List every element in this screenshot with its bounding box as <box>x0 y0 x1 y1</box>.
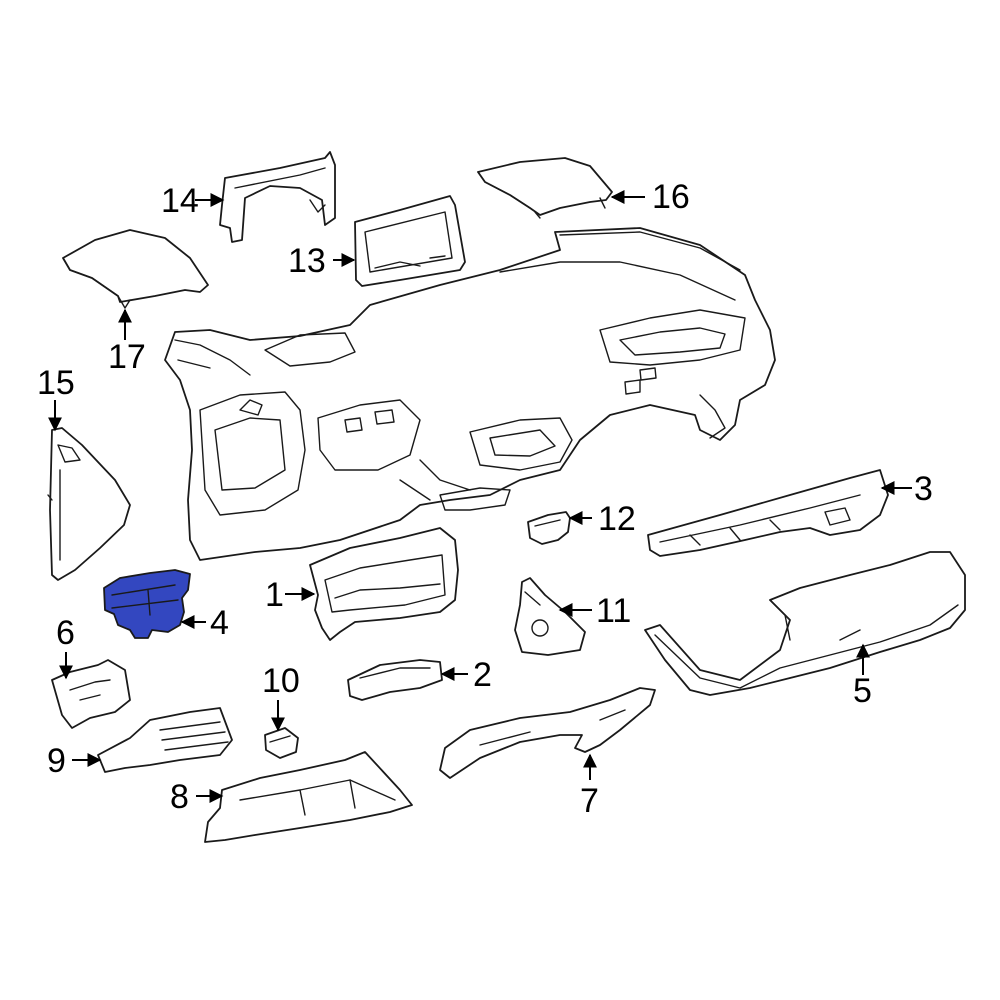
part-5-lower-panel <box>644 551 966 696</box>
callout-17: 17 <box>108 338 146 376</box>
part-7-lower-trim <box>439 687 656 779</box>
callout-8: 8 <box>170 778 189 816</box>
callout-14: 14 <box>161 182 199 220</box>
part-12-clip <box>527 511 571 545</box>
callout-3: 3 <box>914 470 933 508</box>
callout-7: 7 <box>580 782 599 820</box>
callout-12: 12 <box>598 500 636 538</box>
callout-15: 15 <box>37 364 75 402</box>
callout-10: 10 <box>262 662 300 700</box>
part-16-cover <box>477 157 613 219</box>
callout-5: 5 <box>853 672 872 710</box>
callout-1: 1 <box>265 576 284 614</box>
callout-labels: 14 13 16 17 15 3 12 1 4 11 2 6 5 10 9 7 … <box>37 178 933 820</box>
callout-2: 2 <box>473 656 492 694</box>
part-6-bracket <box>51 659 131 729</box>
callout-13: 13 <box>288 242 326 280</box>
callout-leaders <box>48 190 912 803</box>
callout-9: 9 <box>47 742 66 780</box>
part-15-side-panel <box>47 427 131 581</box>
part-11-knee-bracket <box>514 577 586 656</box>
callout-11: 11 <box>596 592 631 630</box>
part-4-highlighted <box>103 569 191 639</box>
part-3-upper-panel <box>647 469 889 557</box>
part-8-lower-trim <box>204 751 413 843</box>
part-9-lower-trim <box>97 707 233 773</box>
part-13-display <box>354 195 466 287</box>
part-10-clip <box>264 727 299 759</box>
callout-16: 16 <box>652 178 690 216</box>
part-17-cover <box>62 229 209 309</box>
callout-6: 6 <box>56 614 75 652</box>
part-2-duct <box>347 659 443 701</box>
part-14-bracket <box>219 151 336 243</box>
part-1-cluster-hood <box>309 527 459 641</box>
instrument-panel-main <box>164 227 776 561</box>
callout-4: 4 <box>210 604 229 642</box>
